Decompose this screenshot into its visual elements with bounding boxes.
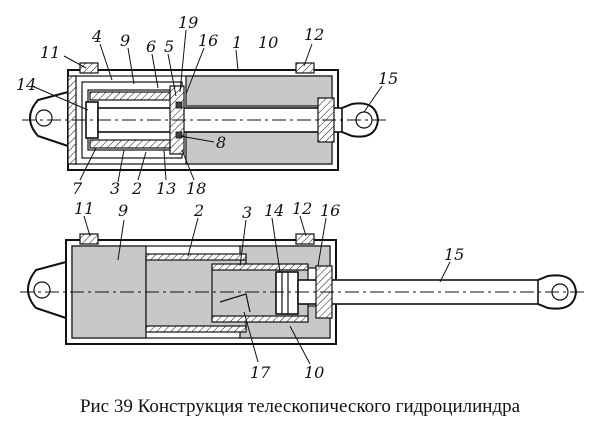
callout-top-10: 10 <box>258 33 278 52</box>
leader-lines <box>31 29 451 365</box>
callout-bottom-15: 15 <box>444 245 464 264</box>
bottom-lug-12 <box>295 233 315 245</box>
callout-top-6: 6 <box>146 37 156 56</box>
callout-bottom-2: 2 <box>193 201 204 220</box>
top-seal-b <box>175 131 183 139</box>
callout-bottom-12: 12 <box>292 199 312 218</box>
callout-top-12: 12 <box>304 25 324 44</box>
top-left-eye <box>29 91 69 147</box>
callout-top-7: 7 <box>72 179 83 198</box>
callout-bottom-14: 14 <box>264 201 284 220</box>
bottom-sleeve-2-hatch-b <box>145 325 247 333</box>
callout-bottom-17: 17 <box>250 363 271 382</box>
callout-top-4: 4 <box>91 27 102 46</box>
callout-top-18: 18 <box>186 179 206 198</box>
bottom-left-eye-hole <box>33 281 51 299</box>
top-cylinder <box>22 62 386 171</box>
top-left-eye-hole <box>35 109 53 127</box>
callout-bottom-10: 10 <box>304 363 324 382</box>
callout-top-9: 9 <box>120 31 130 50</box>
callout-top-13: 13 <box>156 179 176 198</box>
callout-top-3: 3 <box>110 179 120 198</box>
bottom-passage-17 <box>219 293 251 313</box>
top-callouts: 11 4 9 6 5 19 16 1 10 12 14 15 8 7 3 2 1… <box>16 13 398 198</box>
figure-caption: Рис 39 Конструкция телескопического гидр… <box>79 396 521 417</box>
callout-top-2: 2 <box>131 179 142 198</box>
callout-bottom-11: 11 <box>74 199 94 218</box>
callout-bottom-3: 3 <box>242 203 252 222</box>
bottom-sleeve-2-hatch-a <box>145 253 247 261</box>
bottom-callouts: 11 9 2 3 14 12 16 15 17 10 <box>74 199 464 382</box>
bottom-lug-11 <box>79 233 99 245</box>
callout-bottom-9: 9 <box>118 201 128 220</box>
top-lug-11 <box>79 62 99 74</box>
top-sleeve-hatch-a <box>89 91 171 101</box>
bottom-sleeve-3-hatch-b <box>211 315 309 323</box>
callout-top-14: 14 <box>16 75 36 94</box>
callout-top-15: 15 <box>378 69 398 88</box>
callout-top-16: 16 <box>198 31 218 50</box>
top-seal-a <box>175 101 183 109</box>
callout-top-11: 11 <box>40 43 60 62</box>
top-sleeve-hatch-b <box>89 139 171 149</box>
bottom-sleeve-3-hatch-a <box>211 263 309 271</box>
bottom-left-eye <box>27 261 67 319</box>
callout-top-8: 8 <box>216 133 226 152</box>
callout-top-1: 1 <box>232 33 242 52</box>
bottom-cylinder <box>20 233 584 345</box>
callout-bottom-16: 16 <box>320 201 340 220</box>
top-cavity-10b <box>185 131 333 165</box>
top-cavity-10 <box>185 75 333 107</box>
bottom-piston-14 <box>275 271 299 315</box>
callout-top-5: 5 <box>164 37 174 56</box>
callout-top-19: 19 <box>178 13 198 32</box>
